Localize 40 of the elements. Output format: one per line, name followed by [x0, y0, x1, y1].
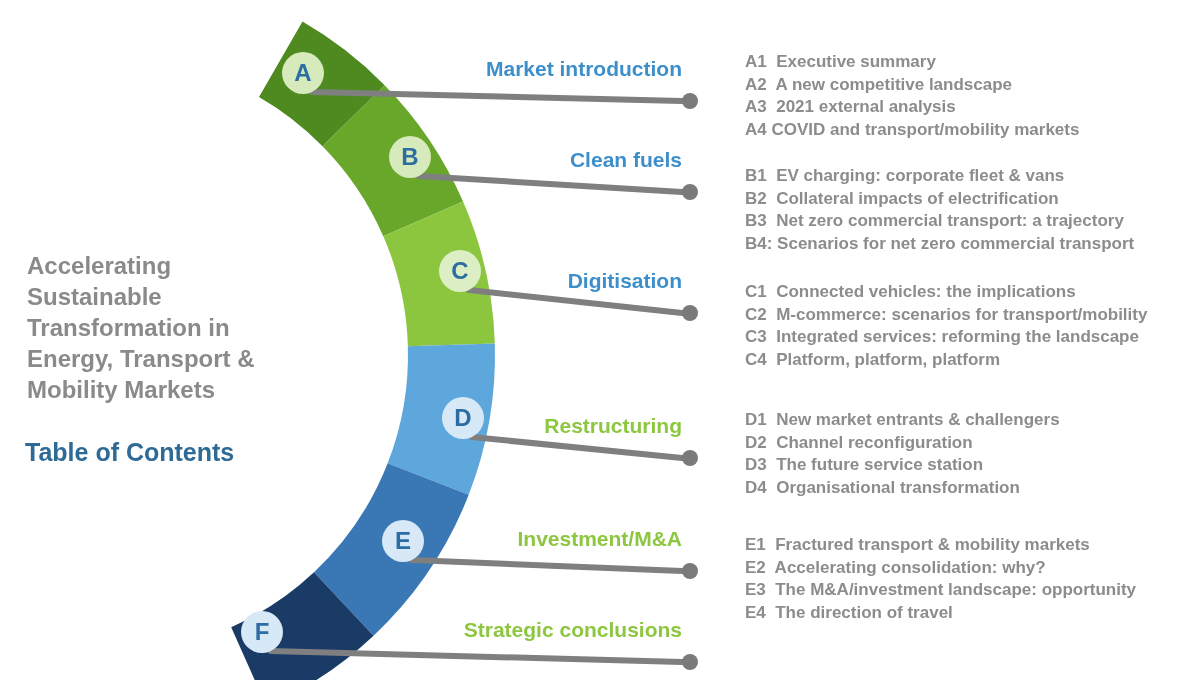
contents-item: C1 Connected vehicles: the implications [745, 282, 1076, 302]
end-dot [682, 654, 698, 670]
contents-item: A4 COVID and transport/mobility markets [745, 119, 1080, 140]
contents-item: E3 The M&A/investment landscape: opportunity [745, 580, 1137, 600]
connector-line [308, 89, 685, 104]
section-title: Strategic conclusions [463, 618, 682, 642]
connector-line [465, 287, 685, 316]
section-title: Digitisation [567, 269, 682, 293]
section-title: Investment/M&A [517, 527, 682, 551]
section-title: Market introduction [486, 57, 682, 81]
contents-item: E2 Accelerating consolidation: why? [745, 557, 1046, 578]
section-title: Restructuring [544, 414, 682, 438]
contents-item: A1 Executive summary [745, 52, 936, 72]
contents-item: E1 Fractured transport & mobility markets [745, 535, 1090, 555]
connector-line [267, 648, 685, 665]
end-dot [682, 563, 698, 579]
section-title: Clean fuels [569, 148, 682, 172]
contents-item: C3 Integrated services: reforming the landscape [745, 327, 1139, 347]
contents-item: B1 EV charging: corporate fleet & vans [745, 166, 1065, 186]
end-dot [682, 305, 698, 321]
contents-item: D1 New market entrants & challengers [745, 410, 1060, 430]
diagram-title: Accelerating Sustainable Transformation in Energy, Transport & Mobility Markets [27, 251, 256, 405]
contents-item: B3 Net zero commercial transport: a trajectory [745, 211, 1124, 231]
contents-item: D2 Channel reconfiguration [745, 432, 973, 453]
contents-item: C2 M-commerce: scenarios for transport/mobility [745, 304, 1148, 325]
end-dot [682, 450, 698, 466]
contents-item: D3 The future service station [745, 455, 984, 475]
contents-item: A3 2021 external analysis [745, 97, 956, 117]
connector-line [468, 434, 685, 461]
contents-item: D4 Organisational transformation [745, 477, 1020, 498]
contents-item: C4 Platform, platform, platform [745, 349, 1001, 370]
connector-line [408, 557, 685, 574]
contents-item: B2 Collateral impacts of electrification [745, 188, 1059, 209]
connector-line [415, 173, 685, 195]
subtitle: Table of Contents [25, 438, 235, 467]
end-dot [682, 93, 698, 109]
end-dot [682, 184, 698, 200]
contents-item: E4 The direction of travel [745, 602, 953, 623]
contents-item: B4: Scenarios for net zero commercial transport [745, 233, 1135, 254]
contents-item: A2 A new competitive landscape [745, 74, 1013, 95]
